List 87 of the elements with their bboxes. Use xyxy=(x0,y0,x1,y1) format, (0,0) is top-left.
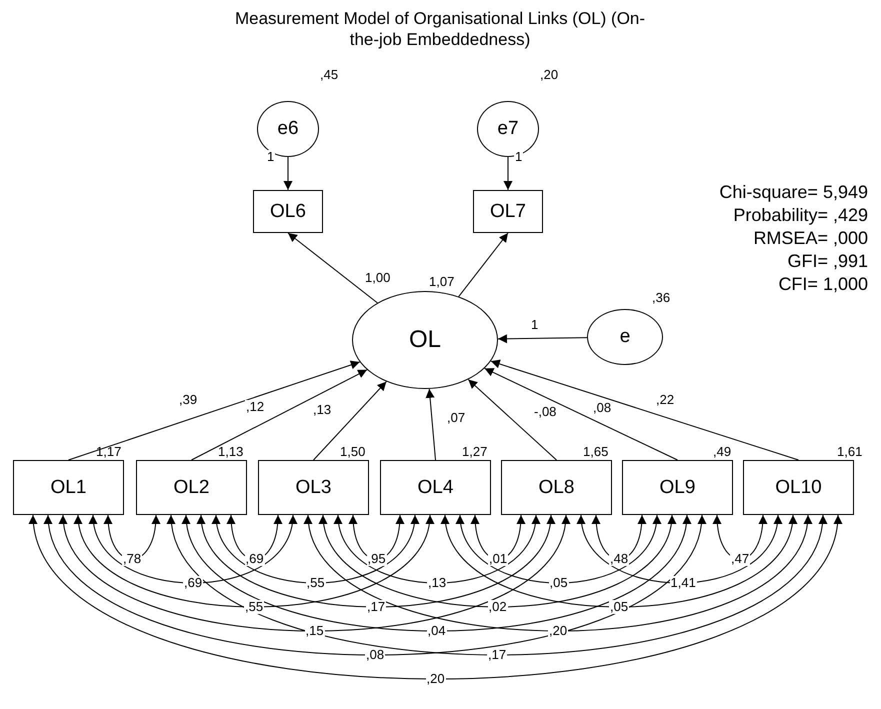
edge-label: 1 xyxy=(530,318,540,332)
arrow xyxy=(313,381,387,460)
observed-variable-box: OL4 xyxy=(380,460,491,515)
observed-variable-box: OL10 xyxy=(743,460,854,515)
covariance-arc xyxy=(61,514,568,632)
arrow xyxy=(504,156,512,190)
variance-estimate: ,20 xyxy=(540,68,558,82)
edge-label: ,95 xyxy=(366,552,387,566)
edge-label: ,13 xyxy=(427,576,448,590)
edge-label: ,20 xyxy=(426,672,446,686)
edge-label: ,07 xyxy=(446,411,466,425)
edge-label: ,20 xyxy=(548,624,568,638)
arrow xyxy=(288,232,378,304)
variance-estimate: 1,61 xyxy=(837,445,862,459)
fit-statistic: GFI= ,991 xyxy=(787,251,868,271)
variance-estimate: ,45 xyxy=(320,68,338,82)
observed-variable-box: OL2 xyxy=(136,460,247,515)
covariance-arc xyxy=(335,514,539,584)
edge-label: ,55 xyxy=(306,576,326,590)
edge-label: ,69 xyxy=(183,576,204,590)
edge-label: ,05 xyxy=(548,576,569,590)
edge-label: ,47 xyxy=(730,552,750,566)
observed-variable-box: OL7 xyxy=(473,190,543,233)
edge-label: ,12 xyxy=(245,400,266,414)
variance-estimate: 1,17 xyxy=(96,445,122,459)
covariance-arc xyxy=(46,514,704,656)
covariance-arc xyxy=(320,514,674,608)
edge-label: ,17 xyxy=(487,648,508,662)
variance-estimate: 1,27 xyxy=(462,445,488,459)
covariance-arc xyxy=(213,514,418,584)
edge-label: ,04 xyxy=(426,624,447,638)
edge-label: ,15 xyxy=(304,624,325,638)
observed-variable-box: OL3 xyxy=(258,460,369,515)
fit-statistic: Probability= ,429 xyxy=(733,205,868,225)
arrow xyxy=(426,388,436,460)
arrow xyxy=(68,360,360,460)
covariance-arc xyxy=(457,514,660,584)
observed-variable-box: OL1 xyxy=(13,460,124,515)
edge-label: ,13 xyxy=(312,403,332,417)
covariance-arc xyxy=(198,514,554,608)
latent-variable-circle: OL xyxy=(352,291,498,389)
edge-label: ,17 xyxy=(366,600,386,614)
arrow xyxy=(458,232,508,298)
variance-estimate: 1,50 xyxy=(340,445,366,459)
covariance-arc xyxy=(442,514,796,608)
covariance-arc xyxy=(578,514,781,584)
covariance-arc xyxy=(169,514,825,656)
edge-label: 1,07 xyxy=(428,275,456,289)
variance-estimate: 1,65 xyxy=(583,445,608,459)
edge-label: 1,00 xyxy=(364,271,392,285)
arrow xyxy=(468,378,557,460)
edge-label: ,22 xyxy=(655,393,676,407)
observed-variable-box: OL8 xyxy=(501,460,612,515)
edge-label: 1 xyxy=(514,150,524,164)
diagram-title: Measurement Model of Organisational Links (OL) (On-the-job Embeddedness) xyxy=(234,8,646,50)
error-term-circle: e xyxy=(587,309,663,365)
arrow xyxy=(484,368,678,460)
edge-label: ,78 xyxy=(122,552,142,566)
edge-label: ,02 xyxy=(488,600,508,614)
edge-label: 1,41 xyxy=(670,576,697,590)
covariance-arc xyxy=(184,514,689,632)
covariance-arc xyxy=(306,514,810,632)
observed-variable-box: OL6 xyxy=(253,190,323,233)
arrow xyxy=(490,360,799,460)
edge-label: ,08 xyxy=(365,648,386,662)
edge-label: 1 xyxy=(266,150,276,164)
arrow xyxy=(284,156,292,190)
edge-label: ,48 xyxy=(609,552,630,566)
covariance-arc xyxy=(76,514,432,608)
edge-label: ,55 xyxy=(244,600,264,614)
arrow xyxy=(497,334,588,344)
edge-label: ,39 xyxy=(178,393,198,407)
fit-statistic: CFI= 1,000 xyxy=(778,274,868,294)
edge-label: -,08 xyxy=(533,405,558,419)
arrow xyxy=(191,369,368,460)
edge-label: ,01 xyxy=(488,552,508,566)
covariance-arc xyxy=(31,514,840,680)
observed-variable-box: OL9 xyxy=(622,460,733,515)
variance-estimate: ,49 xyxy=(713,445,732,459)
variance-estimate: ,36 xyxy=(652,291,670,305)
edge-label: ,05 xyxy=(609,600,630,614)
edge-label: ,08 xyxy=(592,401,612,415)
fit-statistic: Chi-square= 5,949 xyxy=(719,182,868,202)
edge-label: ,69 xyxy=(244,552,265,566)
covariance-arc xyxy=(90,514,296,584)
variance-estimate: 1,13 xyxy=(218,445,244,459)
fit-statistic: RMSEA= ,000 xyxy=(753,228,868,248)
